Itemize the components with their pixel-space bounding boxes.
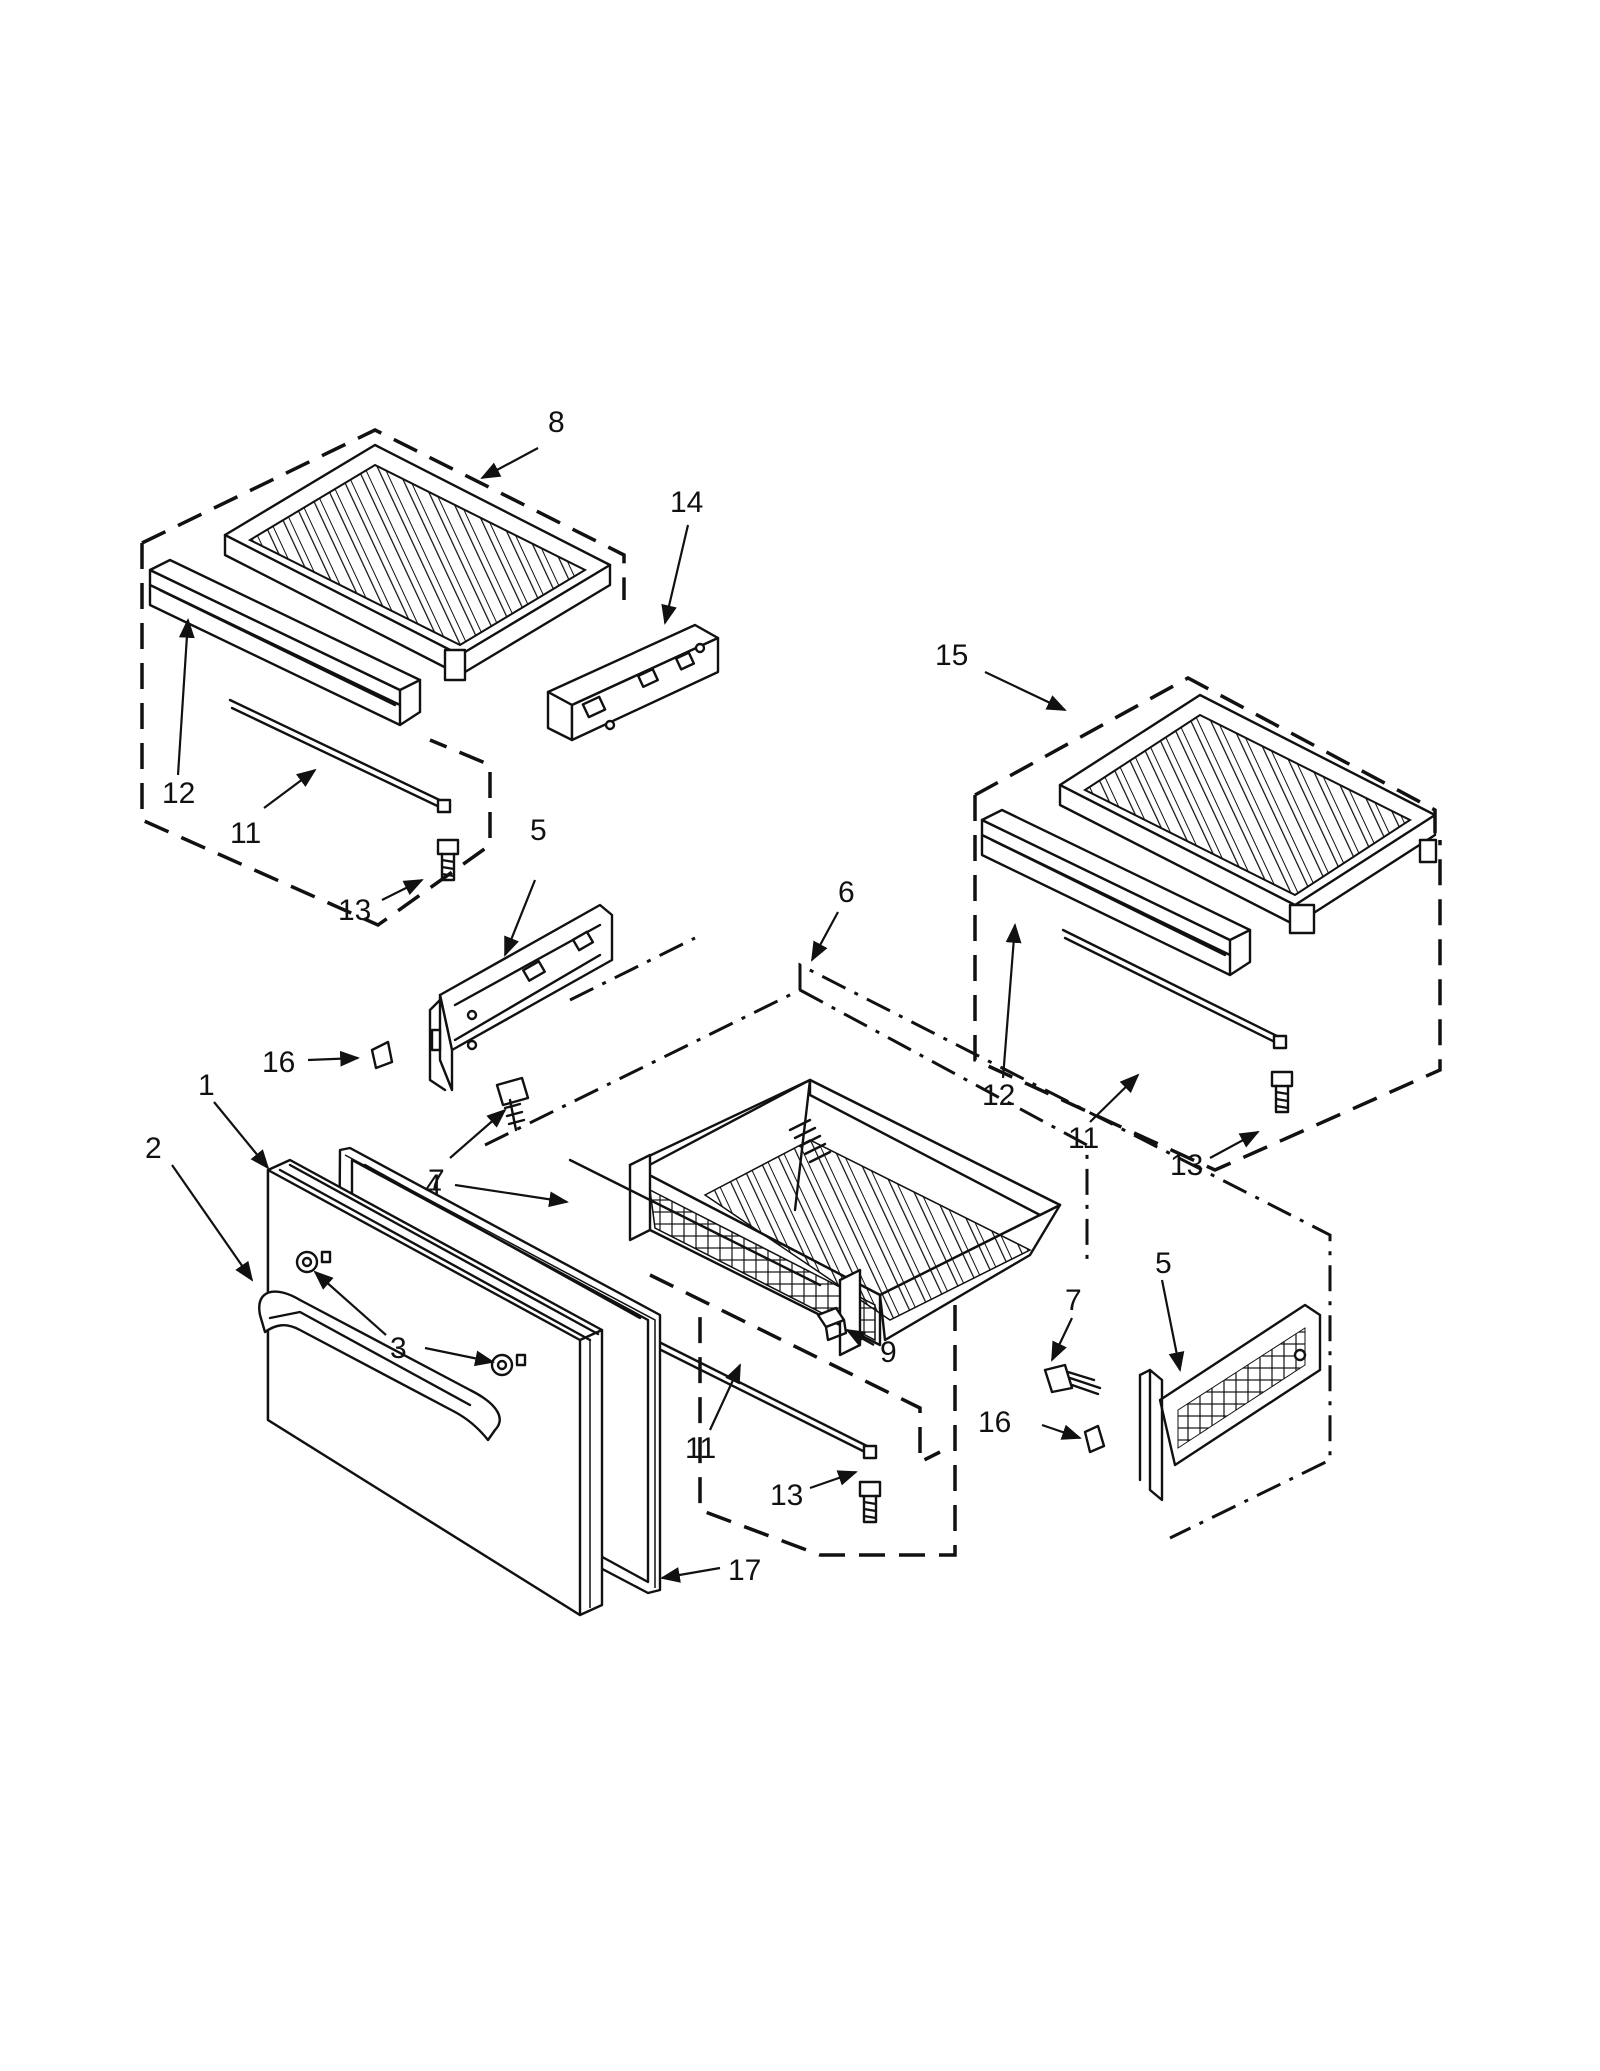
callout-17: 17	[728, 1554, 761, 1587]
right-clip	[1083, 1424, 1106, 1454]
callout-12-right: 12	[982, 1079, 1015, 1112]
callout-5-right: 5	[1155, 1247, 1172, 1280]
left-clip	[370, 1040, 394, 1070]
callout-1: 1	[198, 1069, 215, 1102]
right-slide-bracket	[1138, 1303, 1322, 1502]
basket-nut	[816, 1306, 848, 1342]
callout-16: 16	[262, 1046, 295, 1079]
assembly-outline-lower-slide	[649, 1273, 957, 1557]
callout-13: 13	[338, 894, 371, 927]
upper-right-slide-rail	[1061, 928, 1288, 1050]
callout-3: 3	[390, 1332, 407, 1365]
callout-2: 2	[145, 1132, 162, 1165]
upper-bracket	[546, 623, 720, 742]
callout-7-right: 7	[1065, 1284, 1082, 1317]
callout-7: 7	[428, 1164, 445, 1197]
leader-lines	[171, 447, 1260, 1583]
callout-9: 9	[880, 1336, 897, 1369]
assembly-outline-upper-left	[140, 428, 626, 928]
left-screw	[495, 1076, 530, 1132]
assembly-outline-center-basket	[484, 936, 1332, 1540]
callout-15: 15	[935, 639, 968, 672]
right-screw	[1043, 1363, 1102, 1396]
callout-5: 5	[530, 814, 547, 847]
callout-11-lower: 11	[685, 1432, 716, 1465]
upper-left-slide-rail	[228, 698, 452, 814]
upper-right-drawer-tray	[980, 693, 1438, 977]
callout-11: 11	[230, 817, 261, 850]
lower-basket	[628, 1078, 1062, 1357]
upper-right-screw	[1270, 1070, 1294, 1114]
callout-labels: 8 14 15 12 11 13 5 16 6 7 1 2 4 3 12 11 …	[145, 406, 1203, 1587]
drawer-handle	[258, 1290, 501, 1442]
callout-12: 12	[162, 777, 195, 810]
callout-16-right: 16	[978, 1406, 1011, 1439]
callout-6: 6	[838, 876, 855, 909]
left-slide-bracket	[428, 903, 614, 1092]
callout-11-right: 11	[1068, 1122, 1099, 1155]
upper-left-screw	[436, 838, 460, 882]
callout-14: 14	[670, 486, 703, 519]
callout-4: 4	[425, 1169, 442, 1202]
callout-8: 8	[548, 406, 565, 439]
callout-13-lower: 13	[770, 1479, 803, 1512]
lower-screw	[858, 1480, 882, 1524]
basket-rod	[568, 1158, 822, 1287]
handle-mount-left	[295, 1250, 332, 1274]
lower-slide-rail	[653, 1338, 878, 1460]
callout-13-right: 13	[1170, 1149, 1203, 1182]
upper-left-drawer-tray	[148, 443, 612, 727]
